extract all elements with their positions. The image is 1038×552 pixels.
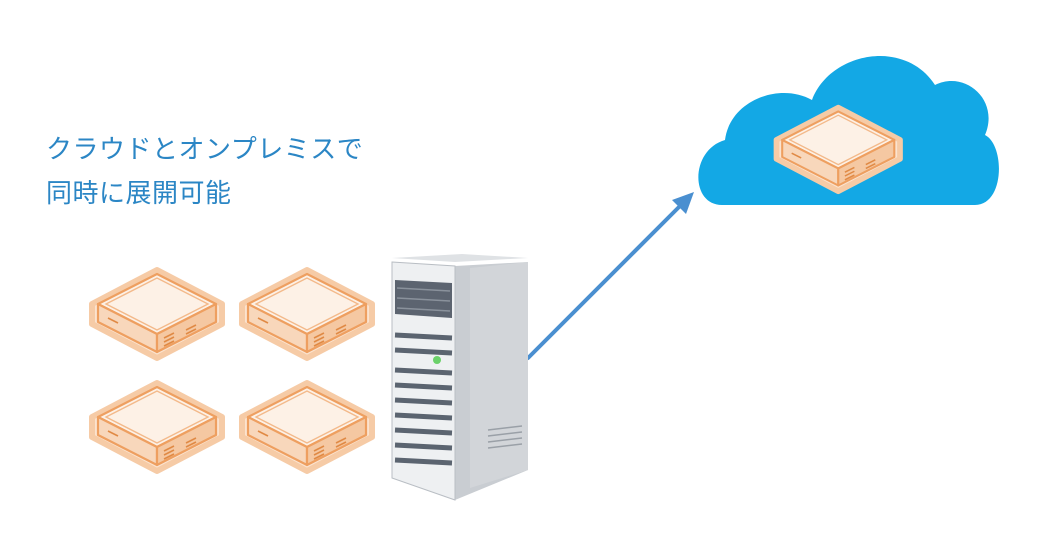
caption-line-2: 同時に展開可能: [46, 179, 232, 209]
appliance-grid: [92, 270, 372, 471]
caption-line-1: クラウドとオンプレミスで: [46, 135, 364, 165]
server-appliance-icon: [92, 383, 222, 471]
arrow-up-right-icon: [526, 192, 694, 360]
server-appliance-icon: [242, 270, 372, 358]
server-appliance-icon: [242, 383, 372, 471]
caption-text: クラウドとオンプレミスで 同時に展開可能: [46, 128, 363, 216]
tower-server-icon: [391, 254, 528, 501]
cloud-icon: [698, 56, 999, 205]
server-appliance-icon: [92, 270, 222, 358]
